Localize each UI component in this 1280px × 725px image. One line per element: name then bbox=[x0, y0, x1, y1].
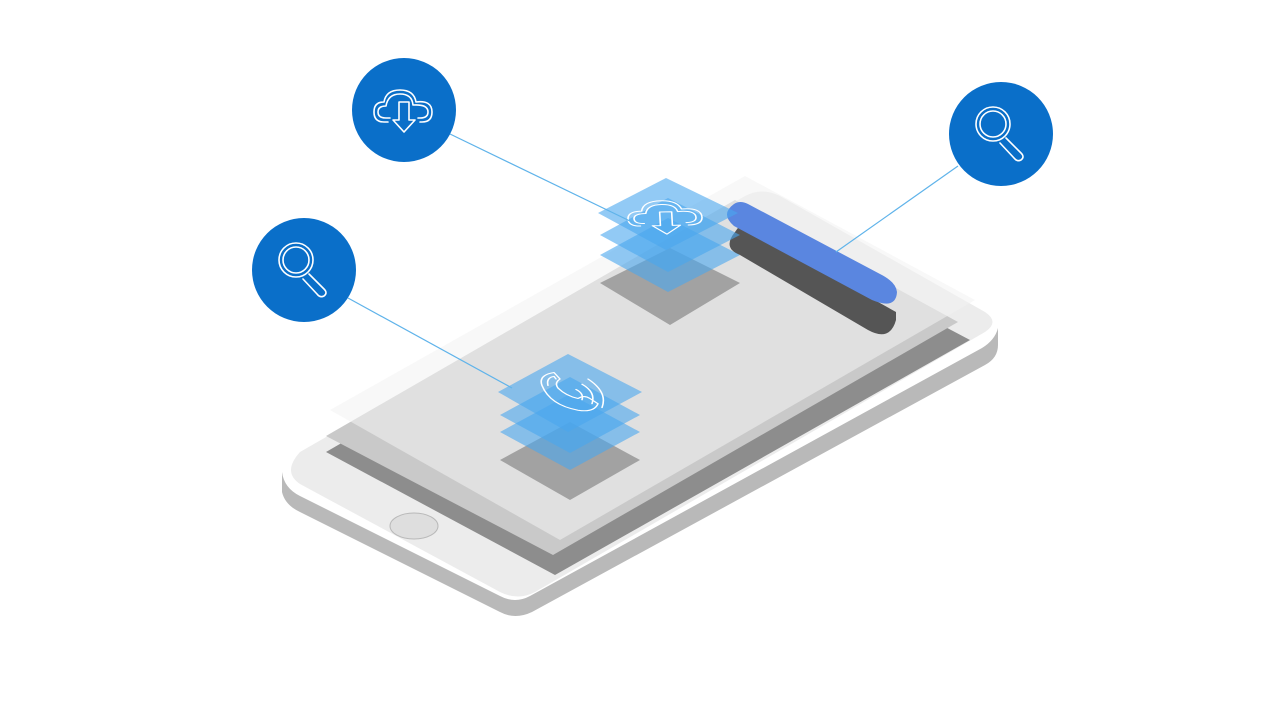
tile-cloud-download-icon bbox=[627, 200, 703, 235]
search-bar bbox=[727, 202, 897, 304]
search-icon bbox=[975, 106, 1024, 162]
callout-search-right bbox=[949, 82, 1053, 186]
search-bar-group bbox=[727, 202, 897, 335]
phone-tile-stack bbox=[498, 354, 642, 470]
cloud-download-icon bbox=[373, 89, 433, 133]
phone-tile-top bbox=[498, 354, 642, 432]
connector-search-left bbox=[347, 297, 513, 389]
search-icon bbox=[278, 242, 327, 298]
home-button bbox=[389, 512, 439, 540]
connector-search-right bbox=[835, 165, 959, 253]
tile-phone-call-icon bbox=[540, 371, 605, 412]
download-tile-stack bbox=[598, 178, 740, 292]
callout-cloud-download bbox=[352, 58, 456, 162]
download-tile-top bbox=[598, 178, 738, 250]
connector-download bbox=[449, 133, 633, 223]
search-bar-shadow bbox=[729, 225, 896, 335]
callout-search-left bbox=[252, 218, 356, 322]
